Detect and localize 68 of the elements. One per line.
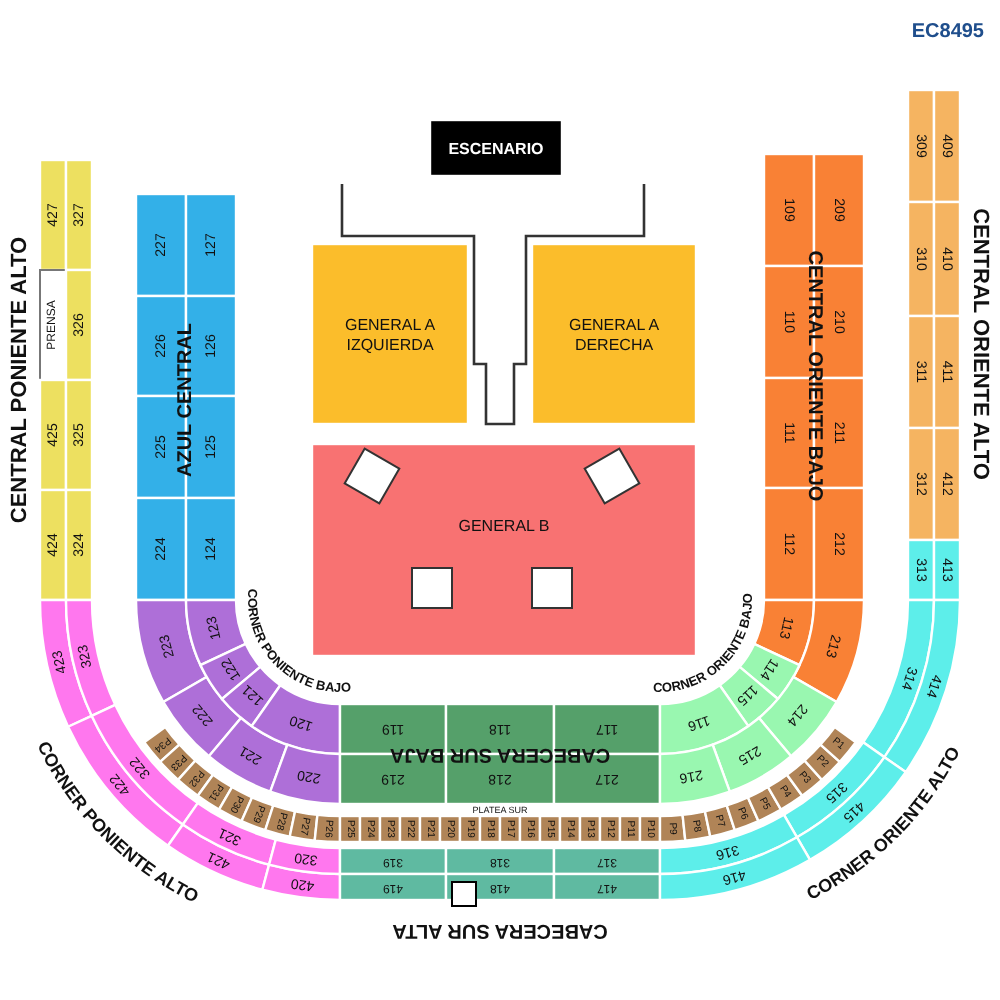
seating-section: [552, 872, 662, 902]
seating-section: [932, 538, 962, 602]
map-code: EC8495: [911, 21, 984, 43]
seating-section: [38, 488, 68, 602]
press-box: [39, 269, 67, 381]
seating-section: [338, 872, 448, 902]
seating-section: [64, 598, 117, 717]
seating-section: [38, 378, 68, 492]
seating-section: [906, 88, 936, 204]
seating-section: [906, 538, 936, 602]
seating-section: [819, 725, 857, 764]
seating-section: [338, 752, 448, 806]
seating-section: [578, 814, 602, 844]
seating-section: [267, 838, 342, 876]
seating-section: [906, 426, 936, 542]
seating-section: [378, 814, 402, 844]
seating-section: [269, 743, 342, 806]
seating-section: [518, 814, 542, 844]
seating-section: [64, 378, 94, 492]
seating-section: [64, 158, 94, 272]
seating-section: [932, 88, 962, 204]
zone-label: CENTRAL ORIENTE BAJO: [803, 250, 825, 502]
seating-section: [792, 598, 866, 704]
zone-label: CENTRAL PONIENTE ALTO: [8, 236, 32, 524]
zone-label: CABECERA SUR BAJA: [389, 743, 611, 765]
platform-square: [531, 567, 573, 609]
seating-section: [638, 814, 662, 844]
seating-section: [552, 846, 662, 876]
seating-section: [134, 192, 188, 298]
seating-section: [64, 488, 94, 602]
area-label: ESCENARIO: [448, 139, 544, 157]
zone-label: CABECERA SUR ALTA: [392, 919, 608, 941]
seating-section: [184, 192, 238, 298]
seating-section: [438, 814, 462, 844]
seating-section: [313, 813, 342, 844]
seating-section: [558, 814, 582, 844]
area-label: GENERAL B: [458, 515, 550, 534]
seating-section: [498, 814, 522, 844]
seating-section: [338, 846, 448, 876]
marker-square: [451, 881, 477, 907]
seating-section: [398, 814, 422, 844]
seating-section: [932, 314, 962, 430]
seating-section: [458, 814, 482, 844]
seating-section: [64, 268, 94, 382]
area-label: GENERAL A DERECHA: [568, 315, 660, 353]
stage-box: [428, 118, 564, 178]
area-label: GENERAL A IZQUIERDA: [344, 315, 436, 353]
zone-label: CENTRAL ORIENTE ALTO: [968, 208, 992, 480]
seating-section: [478, 814, 502, 844]
seating-section: [906, 200, 936, 318]
zone-label: AZUL CENTRAL: [175, 322, 197, 478]
seating-section: [184, 496, 238, 602]
seating-section: [418, 814, 442, 844]
seating-section: [618, 814, 642, 844]
seating-section: [932, 200, 962, 318]
seating-section: [658, 743, 731, 806]
seating-section: [134, 496, 188, 602]
seating-section: [338, 814, 362, 844]
seating-section: [358, 814, 382, 844]
seating-section: [932, 426, 962, 542]
seating-section: [444, 846, 556, 876]
seating-section: [906, 314, 936, 430]
platform-square: [411, 567, 453, 609]
seating-section: [38, 158, 68, 272]
seating-section: [538, 814, 562, 844]
standing-area: [310, 242, 470, 426]
seating-section: [598, 814, 622, 844]
standing-area: [530, 242, 698, 426]
